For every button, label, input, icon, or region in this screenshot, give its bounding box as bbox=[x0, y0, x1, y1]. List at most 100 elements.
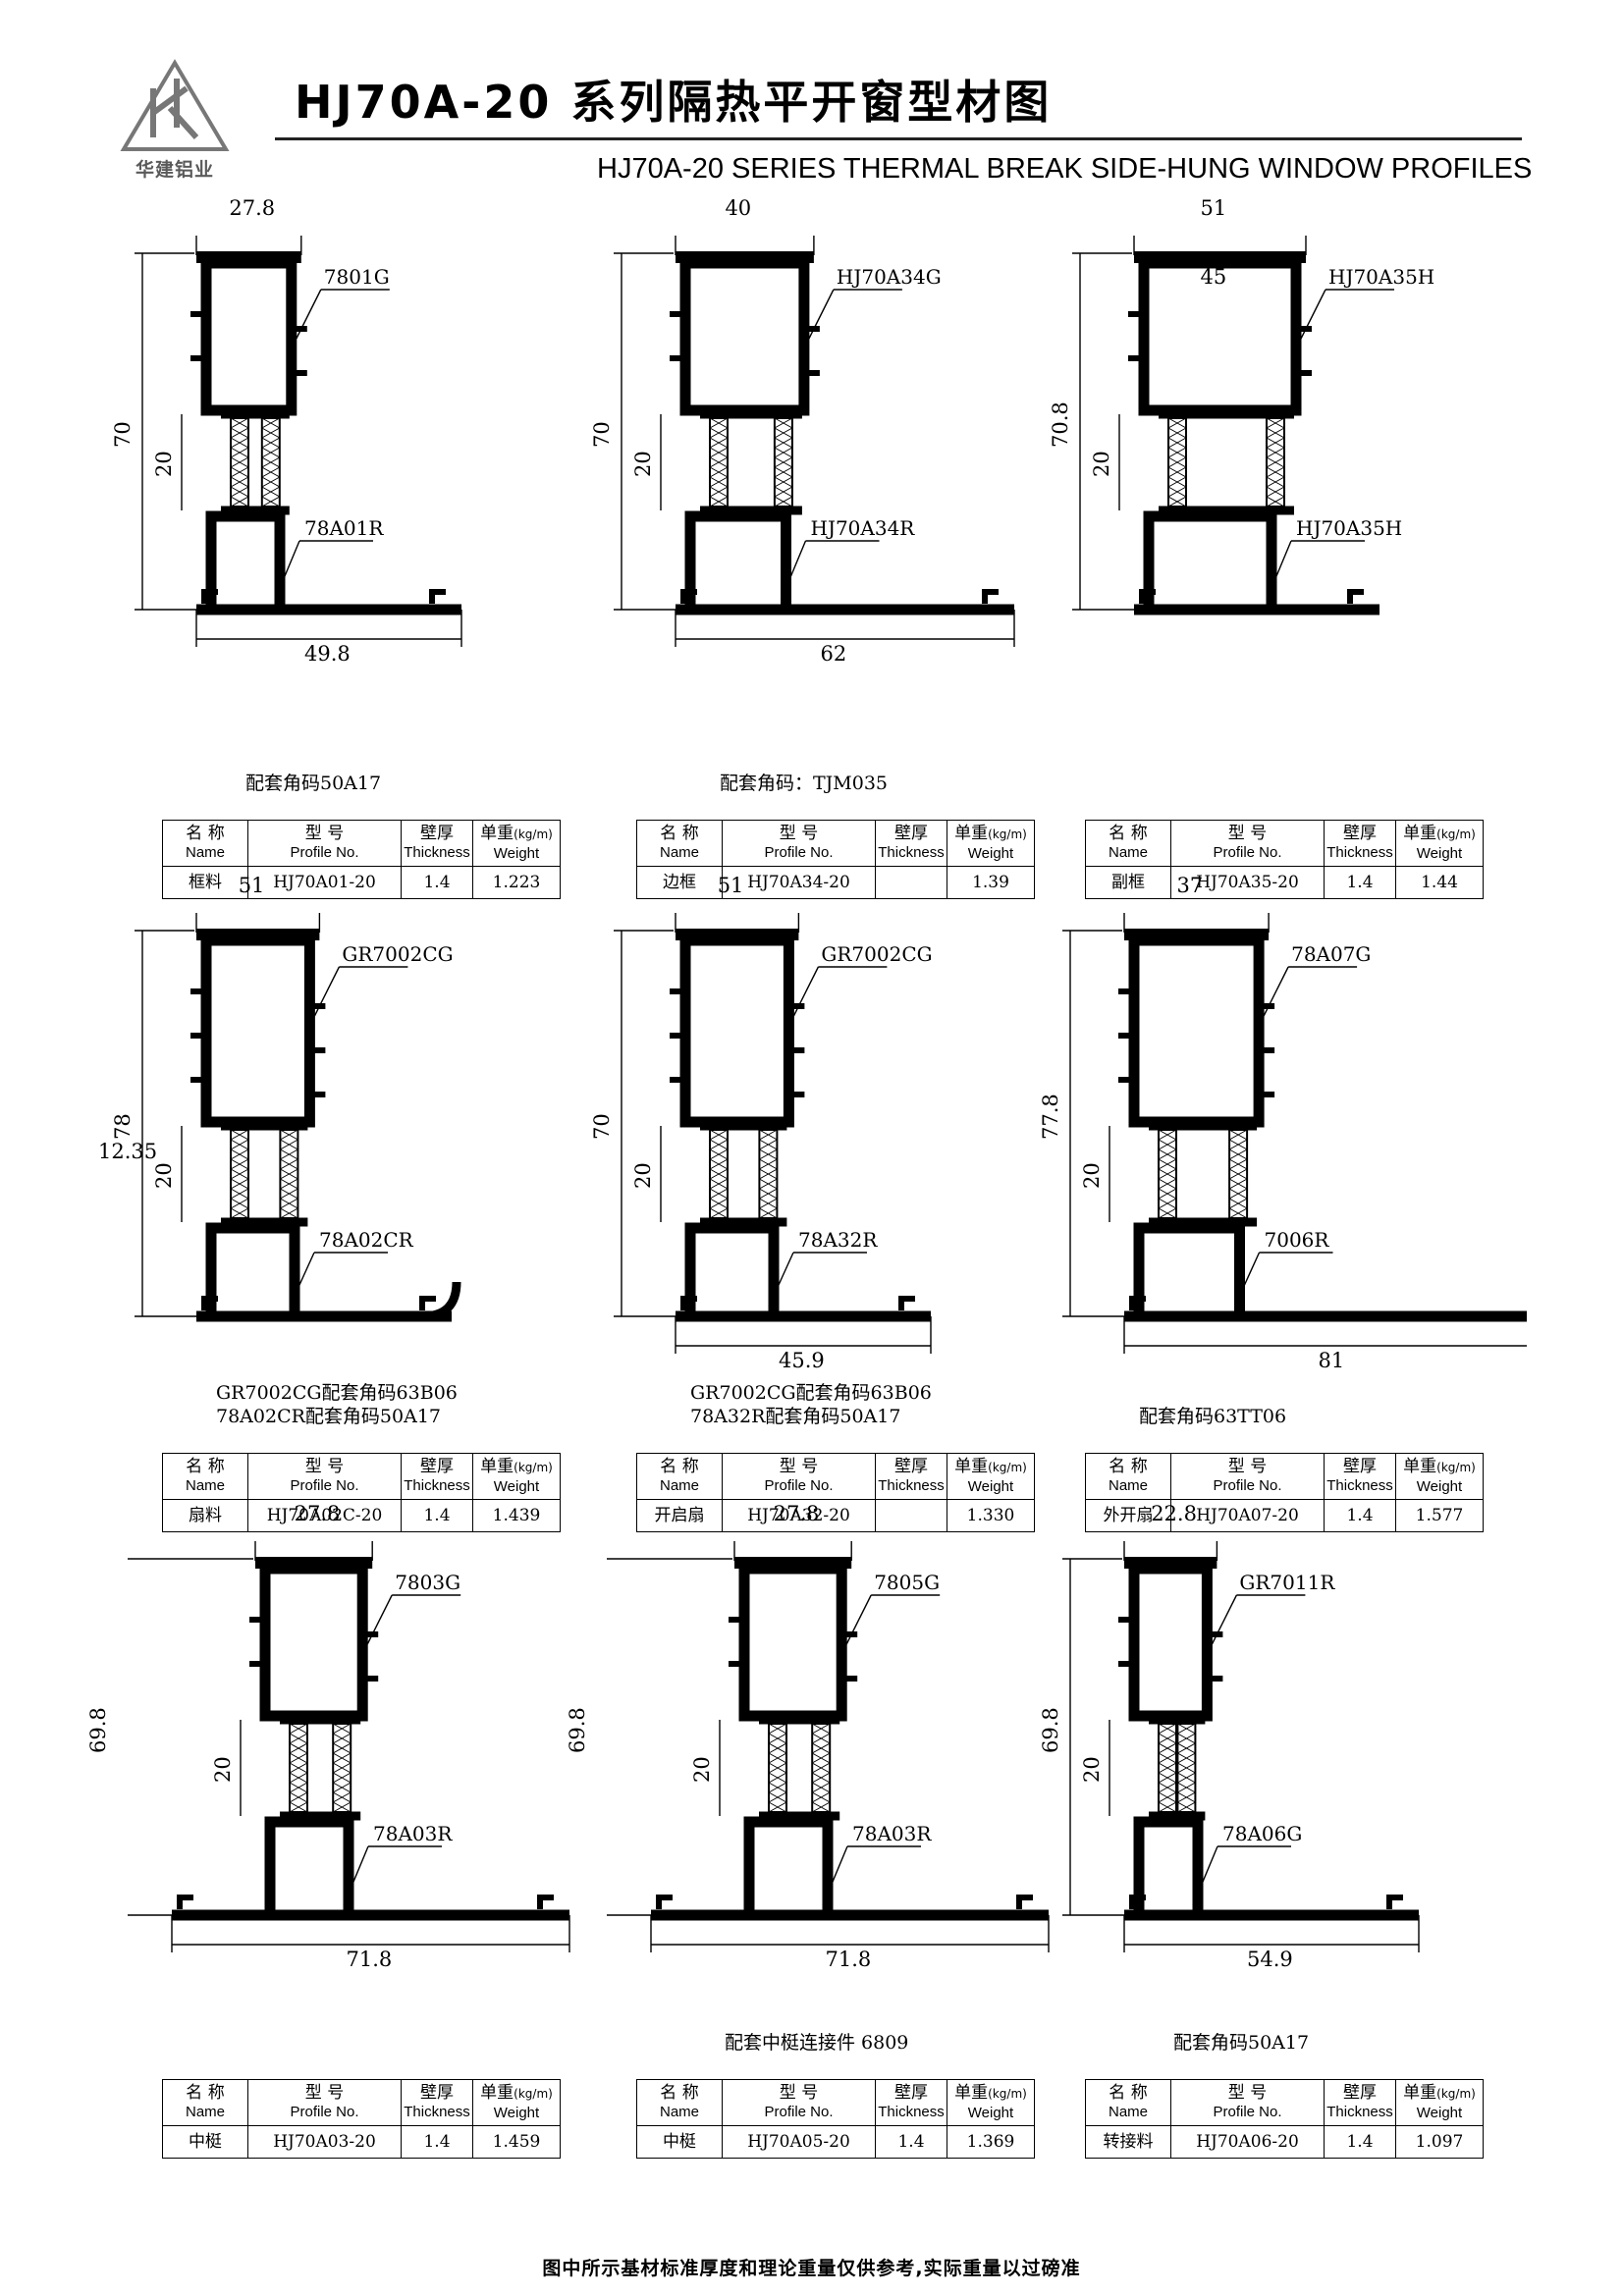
header-profile: 型 号 bbox=[779, 2083, 819, 2103]
header-weight: 单重 bbox=[954, 823, 989, 843]
header-weight-unit: (kg/m) bbox=[1436, 1460, 1476, 1474]
accessory-note: 78A02CR配套角码50A17 bbox=[216, 1406, 441, 1427]
profile-section-drawing bbox=[1072, 236, 1394, 615]
cell-weight: 1.330 bbox=[947, 1499, 1035, 1532]
header-profile: 型 号 bbox=[304, 2083, 345, 2103]
dimension-top-inner: 45 bbox=[1200, 265, 1227, 289]
dimension-height: 78 bbox=[111, 1112, 135, 1140]
header-weight-en: Weight bbox=[1416, 1477, 1463, 1495]
dimension-gap: 20 bbox=[211, 1756, 235, 1783]
dimension-gap: 20 bbox=[152, 1162, 176, 1189]
dimension-gap: 20 bbox=[1090, 451, 1113, 477]
header-weight: 单重 bbox=[480, 1456, 514, 1476]
cell-profile-no: HJ70A05-20 bbox=[722, 2125, 876, 2159]
table-row: 开启扇 HJ70A32-20 1.330 bbox=[636, 1499, 1035, 1532]
part-label-lower: 78A06G bbox=[1222, 1822, 1303, 1845]
header-weight-en: Weight bbox=[493, 1477, 540, 1495]
header-profile-en: Profile No. bbox=[290, 2104, 359, 2120]
dimension-gap: 20 bbox=[1080, 1756, 1104, 1783]
header-name-en: Name bbox=[1108, 844, 1148, 861]
header-name-en: Name bbox=[659, 2104, 699, 2120]
header-name: 名 称 bbox=[660, 824, 699, 843]
header-weight: 单重 bbox=[480, 823, 514, 843]
cell-weight: 1.459 bbox=[472, 2125, 561, 2159]
header-weight-en: Weight bbox=[967, 2104, 1014, 2121]
dimension-top: 27.8 bbox=[773, 1502, 820, 1525]
title-divider bbox=[275, 137, 1522, 140]
cell-thickness: 1.4 bbox=[875, 2125, 947, 2159]
part-label-lower: 7006R bbox=[1264, 1228, 1329, 1252]
profile-section-drawing bbox=[614, 913, 932, 1354]
dimension-top: 51 bbox=[1200, 196, 1227, 220]
table-row: 副框 HJ70A35-20 1.4 1.44 bbox=[1085, 866, 1484, 899]
profile-section-drawing bbox=[607, 1541, 1050, 1952]
accessory-note: GR7002CG配套角码63B06 bbox=[216, 1382, 458, 1404]
header-weight-unit: (kg/m) bbox=[1436, 827, 1476, 841]
header-thickness-en: Thickness bbox=[1326, 844, 1393, 861]
dimension-gap: 20 bbox=[152, 451, 176, 477]
header-weight-en: Weight bbox=[493, 2104, 540, 2121]
header-weight-unit: (kg/m) bbox=[1436, 2086, 1476, 2101]
cell-thickness: 1.4 bbox=[401, 2125, 473, 2159]
accessory-note: 78A32R配套角码50A17 bbox=[690, 1406, 901, 1427]
header-thickness: 壁厚 bbox=[894, 1457, 928, 1476]
part-label-lower: 78A01R bbox=[304, 516, 384, 540]
part-label-lower: 78A02CR bbox=[319, 1228, 413, 1252]
table-row: 中梃 HJ70A05-20 1.4 1.369 bbox=[636, 2125, 1035, 2159]
header-weight-unit: (kg/m) bbox=[514, 827, 553, 841]
header-thickness-en: Thickness bbox=[1326, 1477, 1393, 1494]
header-name: 名 称 bbox=[186, 2083, 225, 2103]
cell-weight: 1.369 bbox=[947, 2125, 1035, 2159]
header-name-en: Name bbox=[1108, 2104, 1148, 2120]
part-label-upper: 7801G bbox=[323, 265, 390, 289]
dimension-height: 69.8 bbox=[566, 1706, 589, 1753]
part-label-upper: 7803G bbox=[395, 1571, 461, 1594]
header-weight-en: Weight bbox=[967, 844, 1014, 862]
dimension-top: 51 bbox=[238, 874, 265, 897]
brand-name: 华建铝业 bbox=[135, 159, 214, 181]
part-label-upper: HJ70A35H bbox=[1328, 265, 1435, 289]
header-weight-unit: (kg/m) bbox=[988, 2086, 1027, 2101]
part-label-lower: HJ70A34R bbox=[810, 516, 915, 540]
header-profile-en: Profile No. bbox=[1213, 844, 1282, 861]
dimension-bottom: 49.8 bbox=[304, 642, 351, 666]
header-name-en: Name bbox=[185, 2104, 225, 2120]
cell-name: 中梃 bbox=[636, 2125, 723, 2159]
cell-thickness: 1.4 bbox=[1324, 866, 1396, 899]
accessory-note: GR7002CG配套角码63B06 bbox=[690, 1382, 932, 1404]
dimension-height: 70 bbox=[590, 420, 614, 448]
header-thickness: 壁厚 bbox=[894, 2083, 928, 2103]
header-profile: 型 号 bbox=[1227, 1457, 1268, 1476]
part-label-upper: GR7002CG bbox=[342, 942, 454, 966]
header-weight-en: Weight bbox=[967, 1477, 1014, 1495]
cell-profile-no: HJ70A32-20 bbox=[722, 1499, 876, 1532]
dimension-bottom: 71.8 bbox=[825, 1948, 872, 1971]
dimension-gap: 20 bbox=[631, 1162, 655, 1189]
header-profile: 型 号 bbox=[1227, 824, 1268, 843]
company-logo bbox=[116, 59, 234, 182]
table-row: 扇料 HJ70A02C-20 1.4 1.439 bbox=[162, 1499, 561, 1532]
profile-section-drawing bbox=[1062, 913, 1527, 1354]
header-weight: 单重 bbox=[1403, 1456, 1437, 1476]
header-profile: 型 号 bbox=[779, 1457, 819, 1476]
header-weight: 单重 bbox=[1403, 2082, 1437, 2103]
accessory-note: 配套角码63TT06 bbox=[1139, 1406, 1287, 1427]
part-label-lower: 78A03R bbox=[373, 1822, 453, 1845]
cell-thickness bbox=[875, 1499, 947, 1532]
header-thickness-en: Thickness bbox=[404, 844, 470, 861]
dimension-height: 70 bbox=[590, 1112, 614, 1140]
header-profile: 型 号 bbox=[304, 824, 345, 843]
footer-note: 图中所示基材标准厚度和理论重量仅供参考,实际重量以过磅准 bbox=[542, 2258, 1081, 2279]
header-profile: 型 号 bbox=[779, 824, 819, 843]
